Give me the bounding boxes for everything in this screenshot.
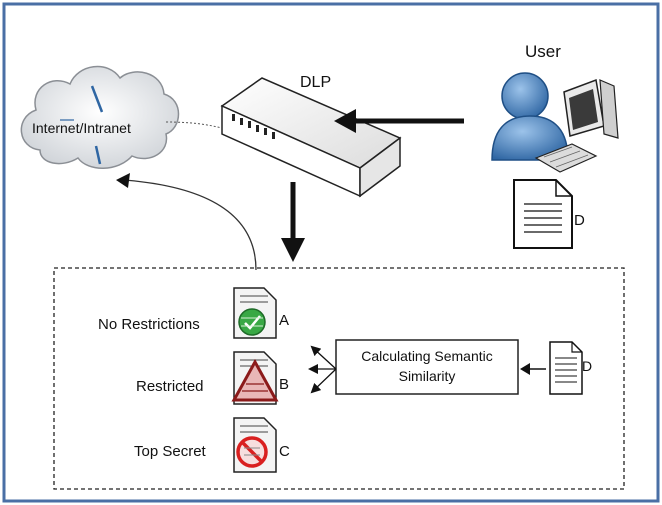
- document-icon: [513, 179, 573, 249]
- process-box: [335, 339, 519, 395]
- top-secret-label: Top Secret: [134, 443, 206, 460]
- arrow-head: [281, 238, 305, 262]
- user-icon: [491, 72, 569, 161]
- doc-b-label: B: [279, 376, 290, 393]
- no-restrictions-label: No Restrictions: [98, 316, 200, 333]
- document-icon: [549, 341, 583, 395]
- check-icon: [238, 308, 266, 336]
- doc-c-label: C: [279, 443, 290, 460]
- arrow-head: [334, 109, 356, 133]
- process-label-line2: Similarity: [398, 368, 456, 384]
- warning-icon: [231, 358, 279, 402]
- classification-arrows: [308, 345, 337, 394]
- user-label: User: [525, 42, 561, 61]
- arrow-analysis-to-cloud: [123, 179, 257, 271]
- cloud-icon: [20, 65, 180, 169]
- doc-user-label: D: [574, 212, 585, 229]
- prohibited-icon: [236, 436, 268, 468]
- computer-icon: [534, 78, 619, 173]
- dlp-label: DLP: [300, 74, 332, 91]
- doc-a-label: A: [279, 312, 290, 329]
- arrow-head: [116, 173, 130, 188]
- analysis-container: [53, 267, 625, 490]
- process-label-line1: Calculating Semantic: [361, 348, 493, 364]
- doc-small-label: D: [582, 358, 593, 374]
- restricted-label: Restricted: [136, 378, 204, 395]
- network-switch-icon: [220, 77, 402, 198]
- cloud-label: Internet/Intranet: [32, 120, 131, 136]
- network-link: [165, 121, 223, 129]
- arrow-head: [520, 363, 530, 375]
